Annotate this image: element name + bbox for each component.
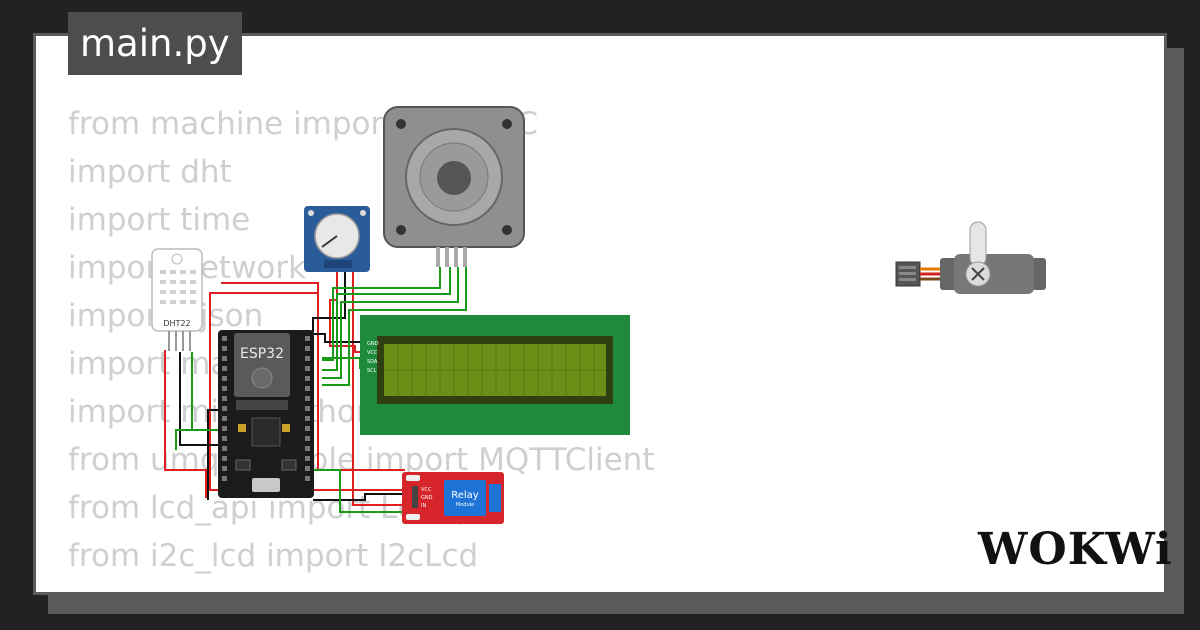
esp32-label: ESP32 — [240, 346, 284, 362]
code-line: import time — [68, 202, 251, 238]
wires — [164, 267, 467, 513]
project-card — [33, 33, 1167, 595]
lcd-pin-scl: SCL — [367, 368, 377, 374]
lcd-pin-gnd: GND — [367, 341, 379, 347]
servo-motor[interactable] — [895, 221, 1046, 294]
stepper-motor[interactable] — [383, 106, 525, 267]
dht22-sensor[interactable]: DHT22 — [151, 248, 203, 351]
esp32-board[interactable]: ESP32 — [218, 330, 314, 498]
relay-pin-in: IN — [421, 503, 426, 509]
relay-label: Relay — [451, 490, 479, 501]
lcd-pin-sda: SDA — [367, 359, 378, 365]
code-line: from i2c_lcd import I2cLcd — [68, 538, 479, 574]
lcd-display[interactable]: GND VCC SDA SCL — [360, 315, 630, 435]
relay-pin-gnd: GND — [421, 495, 433, 501]
file-tab-main[interactable]: main.py — [68, 12, 242, 75]
relay-pin-vcc: VCC — [421, 487, 432, 493]
wokwi-logo: WOKWi — [978, 524, 1173, 575]
potentiometer[interactable] — [304, 206, 370, 272]
relay-sublabel: Module — [456, 502, 474, 508]
lcd-pin-vcc: VCC — [367, 350, 378, 356]
dht22-label: DHT22 — [163, 319, 190, 328]
relay-module[interactable]: Relay Module VCC GND IN — [402, 472, 504, 524]
code-line: import dht — [68, 154, 232, 190]
code-preview: from machine import Pin, ADC import dht … — [68, 100, 654, 580]
